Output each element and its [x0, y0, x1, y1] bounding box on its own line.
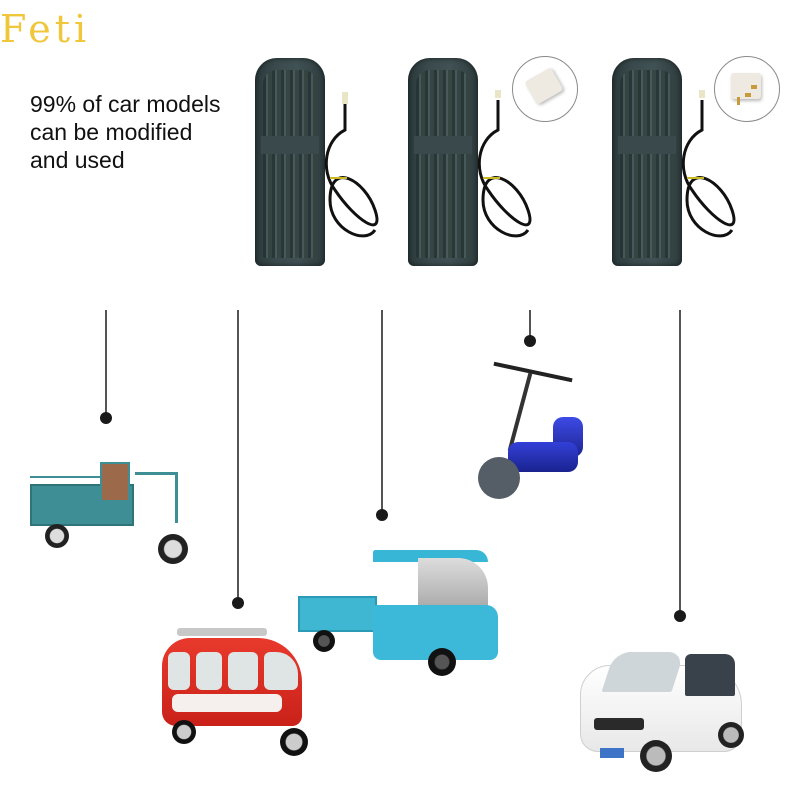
vehicle-blue-scooter [478, 361, 588, 507]
connector-line-2 [237, 310, 239, 603]
connector-dot-3 [376, 509, 388, 521]
accelerator-pedal-3 [612, 58, 682, 266]
vehicle-white-mini-car [580, 640, 750, 780]
vehicle-blue-covered-tricycle [298, 550, 498, 680]
headline-line-3: and used [30, 147, 125, 173]
connector-dot-1 [100, 412, 112, 424]
accelerator-pedal-1 [255, 58, 325, 266]
vehicle-red-passenger-tricycle [162, 628, 322, 760]
headline: 99% of car models can be modified and us… [30, 90, 260, 174]
connector-dot-4 [524, 335, 536, 347]
connector-dot-2 [232, 597, 244, 609]
connector-dot-5 [674, 610, 686, 622]
pedal-cable-1-icon [324, 92, 379, 238]
pedal-cable-2-icon [477, 90, 532, 238]
connector-line-1 [105, 310, 107, 418]
headline-line-2: can be modified [30, 119, 193, 145]
vehicle-green-cargo-tricycle [30, 462, 195, 574]
connector-line-4 [529, 310, 531, 341]
connector-line-3 [381, 310, 383, 515]
headline-line-1: 99% of car models [30, 91, 221, 117]
brand-logo: Feti [0, 7, 91, 51]
connector-line-5 [679, 310, 681, 616]
connector-plug-detail [512, 56, 578, 122]
connector-socket-detail [714, 56, 780, 122]
pedal-cable-3-icon [681, 90, 736, 238]
accelerator-pedal-2 [408, 58, 478, 266]
